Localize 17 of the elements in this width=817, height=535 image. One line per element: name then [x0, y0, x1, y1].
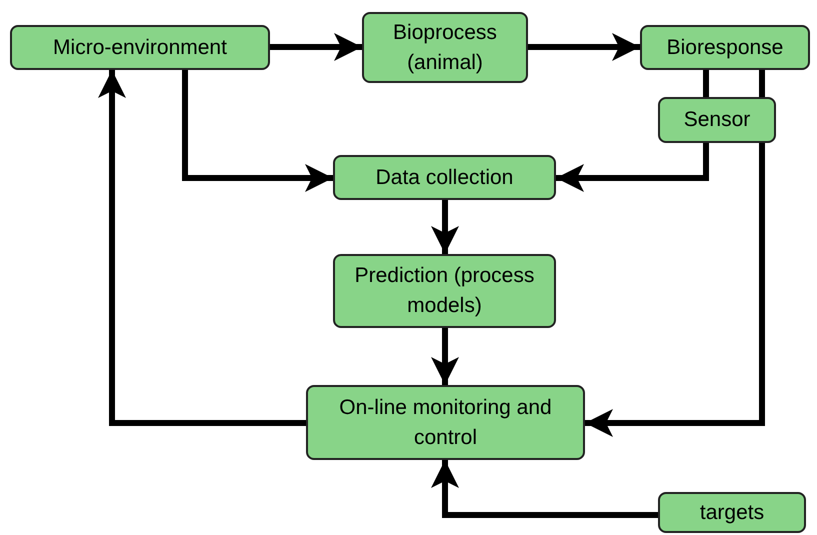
arrow: [431, 460, 658, 518]
arrow: [270, 33, 362, 61]
process-box: Sensor: [658, 97, 776, 143]
arrow: [98, 70, 306, 426]
arrow: [585, 143, 765, 437]
process-box: On-line monitoring and control: [306, 385, 585, 460]
arrow: [431, 200, 459, 254]
arrow: [182, 70, 333, 192]
process-box: Bioprocess (animal): [362, 12, 528, 83]
arrow: [528, 33, 640, 61]
process-box: targets: [658, 492, 806, 533]
process-box: Prediction (process models): [333, 254, 556, 328]
process-box: Bioresponse: [640, 25, 810, 70]
arrow: [556, 143, 709, 192]
arrow: [431, 328, 459, 385]
process-box: Data collection: [333, 155, 556, 200]
process-box: Micro-environment: [10, 25, 270, 70]
